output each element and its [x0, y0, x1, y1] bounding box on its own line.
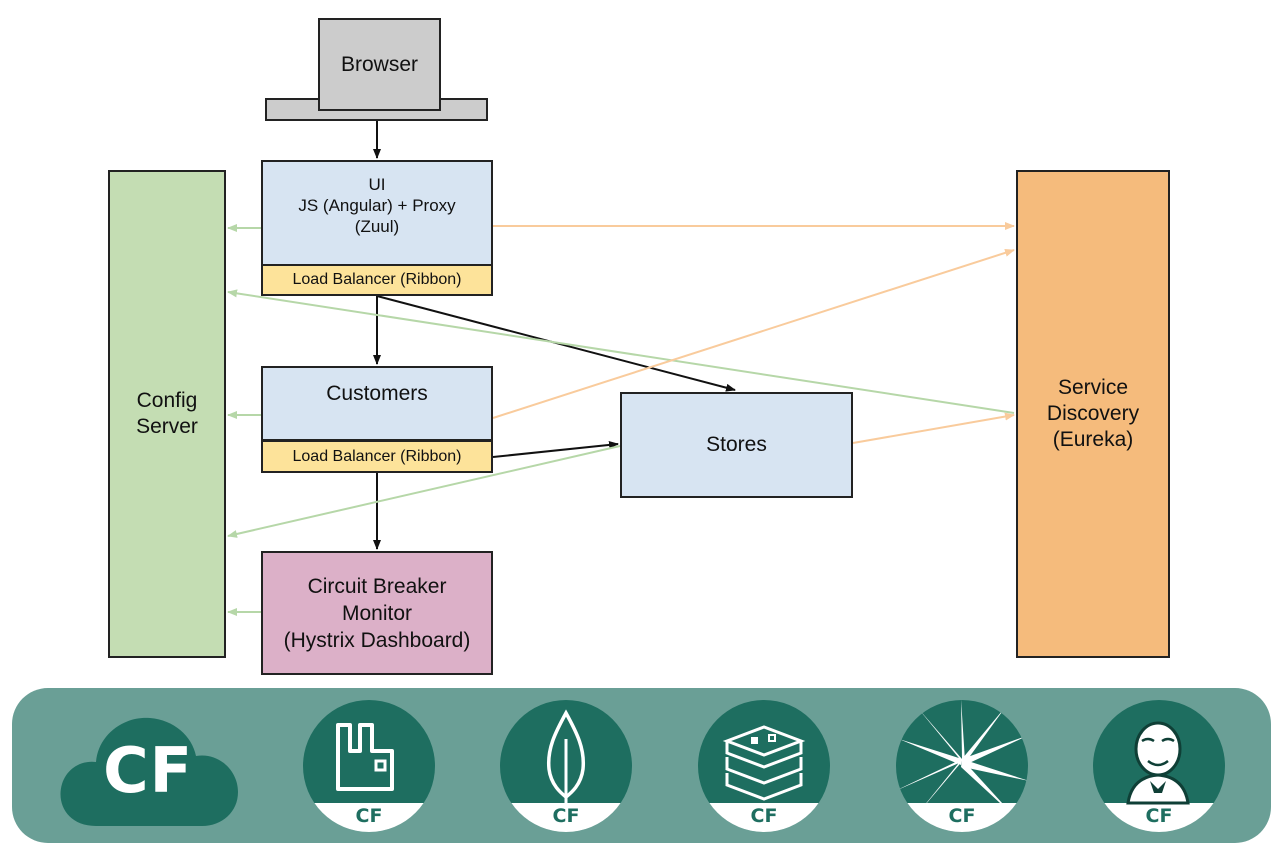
customers-node: Customers — [261, 366, 493, 441]
config-server-node: Config Server — [108, 170, 226, 658]
edge-stores-config — [227, 445, 621, 538]
service-tile-starburst: CF — [895, 699, 1029, 833]
rabbitmq-icon — [303, 700, 435, 832]
service-discovery-node: Service Discovery (Eureka) — [1016, 170, 1170, 658]
tile-label: CF — [1145, 805, 1173, 827]
ui-node: UI JS (Angular) + Proxy (Zuul) — [261, 160, 493, 266]
edge-customers-lb-stores — [492, 440, 619, 458]
cloud-icon — [60, 717, 239, 826]
tile-label: CF — [552, 805, 580, 827]
tile-label: CF — [948, 805, 976, 827]
redis-icon — [698, 700, 830, 832]
service-tile-redis: CF — [697, 699, 831, 833]
cf-logo-text: CF — [103, 734, 193, 807]
jenkins-icon — [1093, 700, 1225, 832]
stores-node: Stores — [620, 392, 853, 498]
ui-load-balancer: Load Balancer (Ribbon) — [261, 264, 493, 296]
customers-load-balancer: Load Balancer (Ribbon) — [261, 440, 493, 473]
edge-discovery-config — [227, 289, 1015, 414]
starburst-icon — [896, 700, 1028, 832]
tile-label: CF — [355, 805, 383, 827]
service-tile-rabbitmq: CF — [302, 699, 436, 833]
hystrix-node: Circuit Breaker Monitor (Hystrix Dashboa… — [261, 551, 493, 675]
edge-stores-discovery — [852, 412, 1015, 444]
browser-node: Browser — [318, 18, 441, 111]
service-tile-mongodb: CF — [499, 699, 633, 833]
tile-label: CF — [750, 805, 778, 827]
service-tile-jenkins: CF — [1092, 699, 1226, 833]
edge-customers-discovery — [492, 248, 1015, 419]
mongodb-leaf-icon — [500, 700, 632, 832]
cloud-foundry-logo: CF — [56, 708, 240, 830]
